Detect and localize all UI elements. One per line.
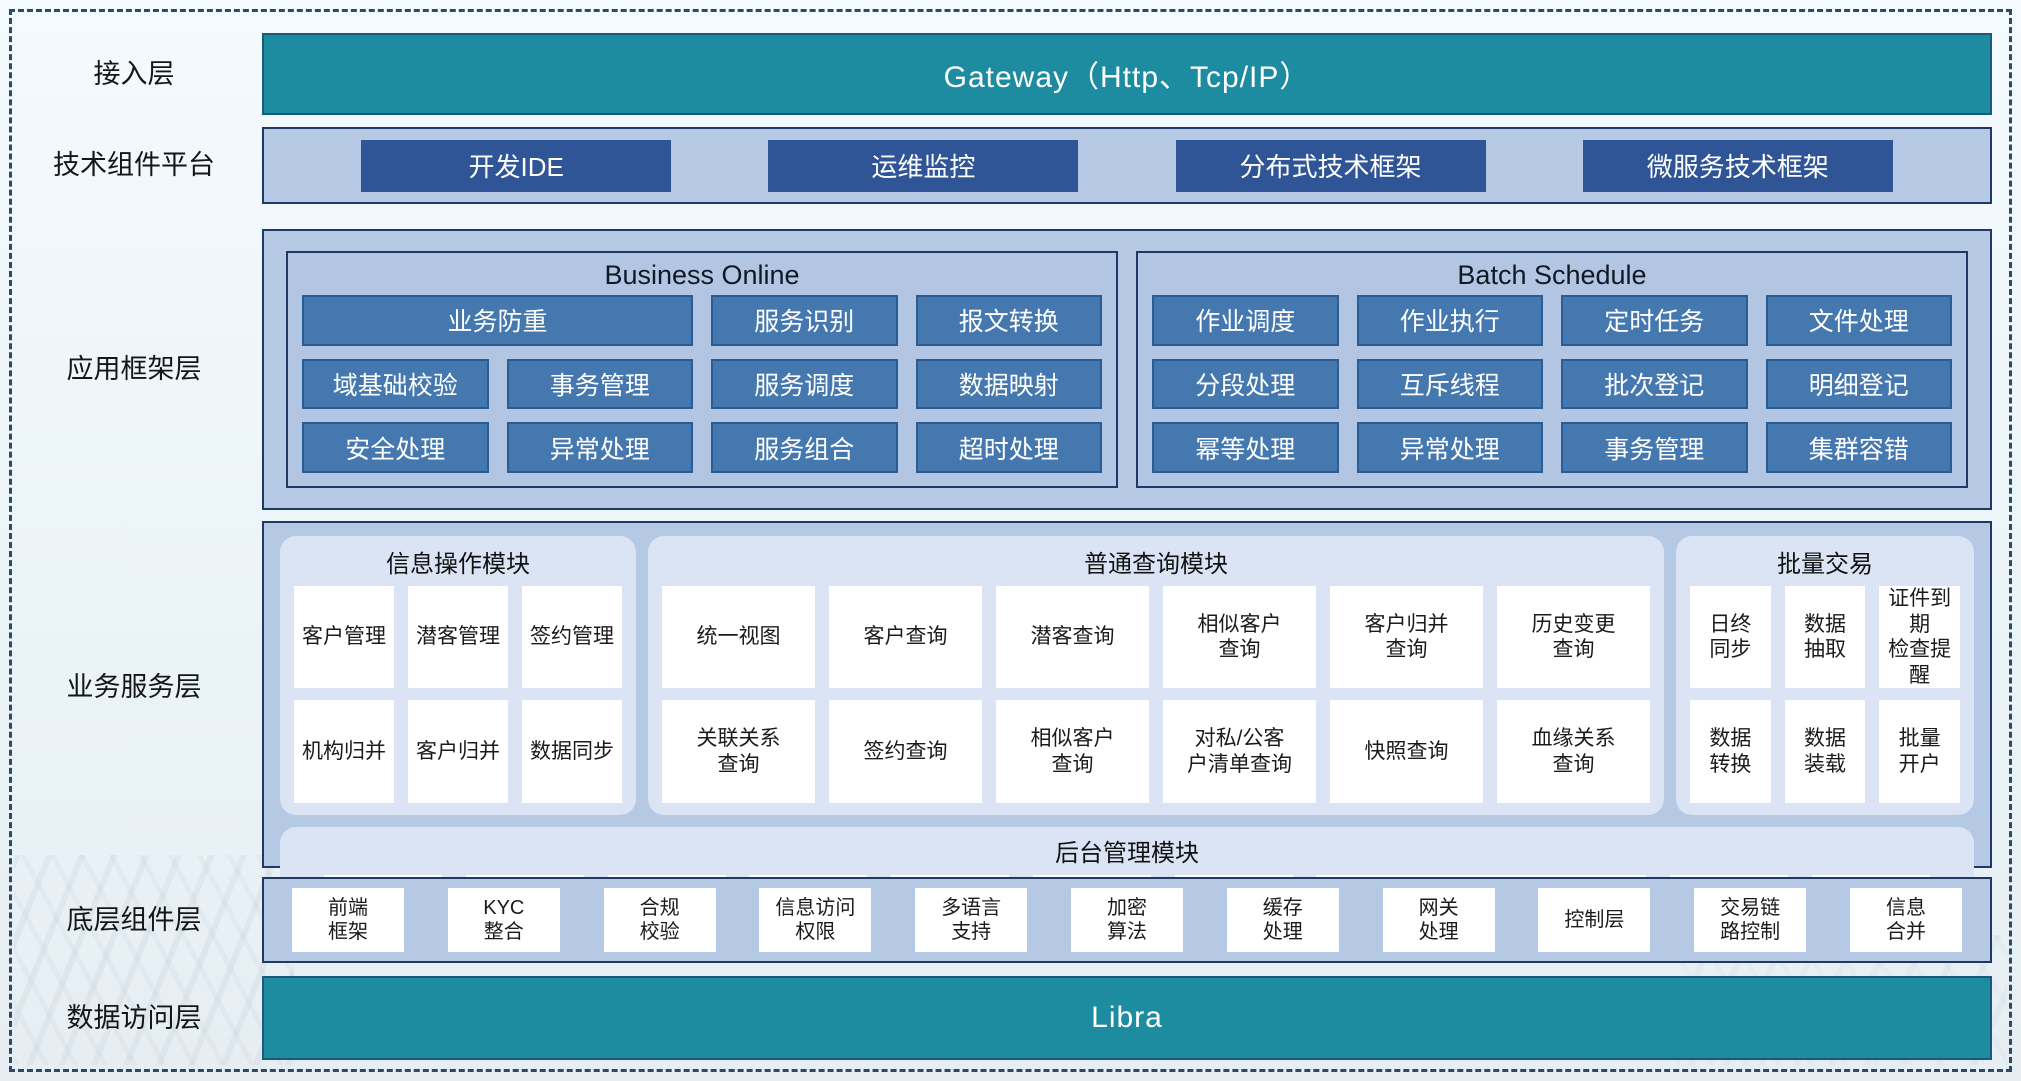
framework-box: 服务调度 — [711, 358, 898, 410]
framework-panel: Business Online 业务防重服务识别报文转换域基础校验事务管理服务调度… — [286, 251, 1118, 488]
base-component-box: 网关 处理 — [1382, 888, 1495, 952]
tech-platform-button: 分布式技术框架 — [1175, 139, 1486, 192]
service-box: 批量 开户 — [1879, 700, 1960, 803]
service-box: 血缘关系 查询 — [1497, 700, 1650, 803]
tech-platform-button: 微服务技术框架 — [1582, 139, 1893, 192]
service-box: 数据 装载 — [1784, 700, 1866, 803]
service-box: 客户查询 — [829, 586, 982, 689]
service-box: 机构归并 — [294, 700, 394, 803]
base-component-box: 合规 校验 — [603, 888, 716, 952]
tech-platform-row: 开发IDE 运维监控 分布式技术框架 微服务技术框架 — [262, 127, 1992, 204]
service-box: 客户归并 查询 — [1330, 586, 1483, 689]
layer-label-access: 接入层 — [93, 59, 175, 89]
libra-bar: Libra — [262, 976, 1992, 1060]
service-box: 日终 同步 — [1690, 586, 1771, 689]
framework-panel: Batch Schedule 作业调度作业执行定时任务文件处理分段处理互斥线程批次… — [1136, 251, 1968, 488]
business-service-container: 信息操作模块客户管理潜客管理签约管理机构归并客户归并数据同步 普通查询模块统一视图… — [262, 521, 1992, 933]
service-box: 签约管理 — [522, 586, 622, 689]
layer-label-business-service: 业务服务层 — [66, 672, 202, 702]
service-module: 信息操作模块客户管理潜客管理签约管理机构归并客户归并数据同步 — [280, 536, 636, 815]
framework-box: 事务管理 — [1561, 422, 1748, 473]
base-component-box: 交易链 路控制 — [1694, 888, 1807, 952]
service-box: 数据同步 — [522, 700, 622, 803]
framework-box: 集群容错 — [1765, 422, 1952, 473]
base-component-box: 信息 合并 — [1849, 888, 1962, 952]
framework-box: 业务防重 — [302, 295, 693, 346]
base-component-box: 控制层 — [1538, 888, 1651, 952]
service-module-grid: 客户管理潜客管理签约管理机构归并客户归并数据同步 — [294, 586, 622, 803]
framework-box: 批次登记 — [1561, 358, 1748, 410]
framework-box: 定时任务 — [1561, 295, 1748, 346]
framework-box: 作业调度 — [1152, 295, 1339, 346]
base-components-row: 前端 框架 KYC 整合合规 校验信息访问 权限多语言 支持加密 算法缓存 处理网… — [262, 877, 1992, 963]
gateway-bar: Gateway（Http、Tcp/IP） — [262, 33, 1992, 115]
service-box: 签约查询 — [829, 700, 982, 803]
framework-panel-grid: 业务防重服务识别报文转换域基础校验事务管理服务调度数据映射安全处理异常处理服务组… — [302, 295, 1102, 473]
base-component-box: KYC 整合 — [447, 888, 560, 952]
framework-box: 幂等处理 — [1152, 422, 1339, 473]
service-box: 潜客查询 — [996, 586, 1149, 689]
service-box: 相似客户 查询 — [1163, 586, 1316, 689]
framework-box: 异常处理 — [506, 422, 693, 473]
service-module-grid: 统一视图客户查询潜客查询相似客户 查询客户归并 查询历史变更 查询关联关系 查询… — [662, 586, 1650, 803]
gateway-bar-label: Gateway（Http、Tcp/IP） — [943, 61, 1311, 94]
framework-box: 文件处理 — [1765, 295, 1952, 346]
base-component-box: 信息访问 权限 — [759, 888, 872, 952]
framework-box: 安全处理 — [302, 422, 489, 473]
service-module-title: 批量交易 — [1777, 551, 1873, 578]
service-box: 历史变更 查询 — [1497, 586, 1650, 689]
framework-box: 服务组合 — [711, 422, 898, 473]
service-box: 客户管理 — [294, 586, 394, 689]
service-box: 数据 抽取 — [1784, 586, 1866, 689]
base-component-box: 前端 框架 — [292, 888, 404, 952]
layer-label-data-access: 数据访问层 — [66, 1003, 202, 1033]
framework-box: 服务识别 — [711, 295, 898, 346]
tech-platform-button: 开发IDE — [361, 139, 672, 192]
framework-box: 分段处理 — [1152, 358, 1339, 410]
service-modules-row: 信息操作模块客户管理潜客管理签约管理机构归并客户归并数据同步 普通查询模块统一视图… — [280, 536, 1974, 815]
service-module-grid: 日终 同步数据 抽取证件到期 检查提醒数据 转换数据 装载批量 开户 — [1690, 586, 1960, 803]
base-component-box: 多语言 支持 — [915, 888, 1028, 952]
layer-label-tech-platform: 技术组件平台 — [53, 150, 215, 180]
service-box: 快照查询 — [1330, 700, 1483, 803]
service-box: 统一视图 — [662, 586, 815, 689]
framework-box: 作业执行 — [1356, 295, 1543, 346]
framework-panel-title: Batch Schedule — [1457, 260, 1647, 290]
service-box: 潜客管理 — [408, 586, 508, 689]
framework-box: 明细登记 — [1765, 358, 1952, 410]
service-box: 关联关系 查询 — [662, 700, 815, 803]
service-box: 数据 转换 — [1690, 700, 1771, 803]
tech-platform-button: 运维监控 — [768, 139, 1079, 192]
framework-panel-grid: 作业调度作业执行定时任务文件处理分段处理互斥线程批次登记明细登记幂等处理异常处理… — [1152, 295, 1952, 473]
layer-label-base-components: 底层组件层 — [66, 905, 202, 935]
service-module-title: 普通查询模块 — [1084, 551, 1228, 578]
admin-module-title: 后台管理模块 — [1055, 839, 1199, 867]
libra-bar-label: Libra — [1091, 1001, 1163, 1034]
framework-box: 报文转换 — [915, 295, 1102, 346]
layer-label-app-framework: 应用框架层 — [66, 354, 202, 384]
framework-panel-title: Business Online — [604, 260, 800, 290]
service-module-title: 信息操作模块 — [386, 551, 530, 578]
service-module: 普通查询模块统一视图客户查询潜客查询相似客户 查询客户归并 查询历史变更 查询关… — [648, 536, 1664, 815]
framework-box: 互斥线程 — [1356, 358, 1543, 410]
base-component-box: 加密 算法 — [1070, 888, 1183, 952]
service-module: 批量交易日终 同步数据 抽取证件到期 检查提醒数据 转换数据 装载批量 开户 — [1676, 536, 1974, 815]
service-box: 相似客户 查询 — [996, 700, 1149, 803]
framework-box: 异常处理 — [1356, 422, 1543, 473]
framework-box: 事务管理 — [506, 358, 693, 410]
framework-box: 数据映射 — [915, 358, 1102, 410]
framework-box: 域基础校验 — [302, 358, 489, 410]
service-box: 证件到期 检查提醒 — [1879, 586, 1960, 689]
base-component-box: 缓存 处理 — [1226, 888, 1339, 952]
service-box: 客户归并 — [408, 700, 508, 803]
service-box: 对私/公客 户清单查询 — [1163, 700, 1316, 803]
framework-box: 超时处理 — [915, 422, 1102, 473]
